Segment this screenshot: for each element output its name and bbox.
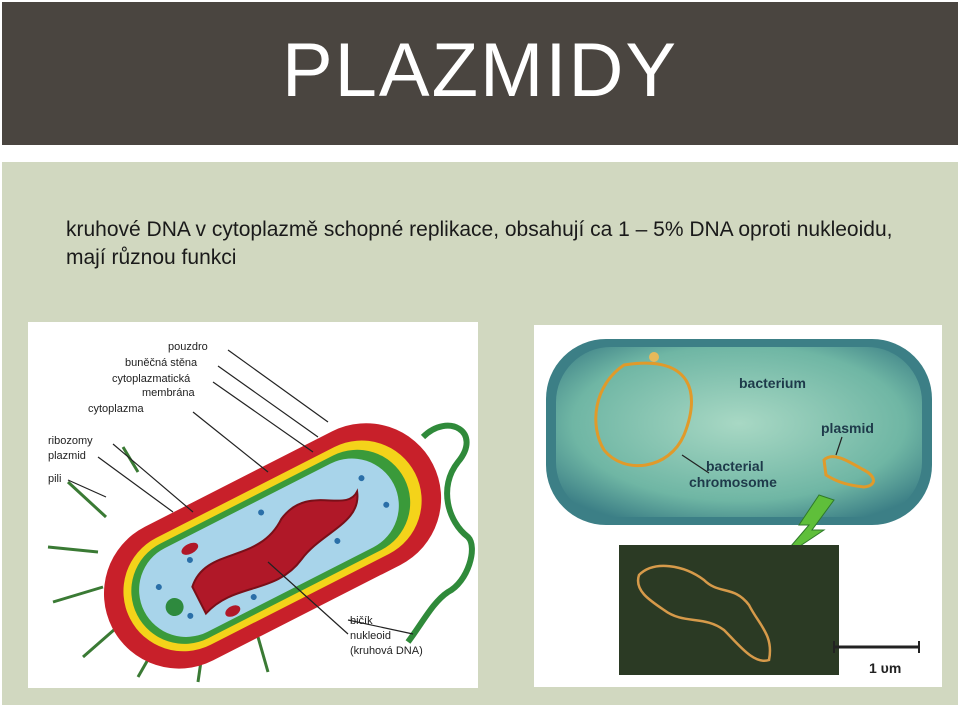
granule: [165, 598, 184, 617]
body-text: kruhové DNA v cytoplazmě schopné replika…: [66, 218, 893, 269]
bacterial-cell-diagram: pouzdro buněčná stěna cytoplazmatická me…: [28, 322, 478, 688]
plasmid-figure-svg: bacterium plasmid bacterial chromosome 1…: [546, 339, 932, 676]
plasmid-pointer: [835, 436, 843, 456]
label-bicik: bičík: [350, 615, 373, 627]
label-bunecna-stena: buněčná stěna: [125, 357, 198, 369]
label-ribozomy: ribozomy: [48, 435, 93, 447]
bacterium-inner: [556, 347, 922, 517]
flagellum: [405, 422, 475, 644]
micrograph: [619, 545, 839, 675]
slide-title: PLAZMIDY: [281, 28, 679, 113]
micrograph-plasmid: [636, 564, 772, 663]
label-pouzdro: pouzdro: [168, 341, 208, 353]
scale-label: 1 υm: [869, 660, 901, 676]
bacterial-cell-svg: pouzdro buněčná stěna cytoplazmatická me…: [47, 341, 475, 683]
chromosome-pointer: [681, 454, 710, 474]
plasmid-small: [181, 542, 199, 555]
label-kruhova-dna: (kruhová DNA): [350, 645, 423, 657]
label-cytoplazmaticka: cytoplazmatická: [112, 373, 191, 385]
label-nukleoid: nukleoid: [350, 630, 391, 642]
bacterial-chromosome: [594, 361, 693, 467]
chromosome-origin: [649, 352, 659, 362]
plasmid-micrograph-figure: bacterium plasmid bacterial chromosome 1…: [534, 325, 942, 687]
label-bacterium: bacterium: [739, 375, 806, 391]
label-bacterial: bacterial: [706, 458, 764, 474]
nucleoid: [191, 488, 359, 616]
leader-lines: [67, 349, 414, 635]
label-cytoplazma: cytoplazma: [88, 403, 145, 415]
ribosomes: [155, 475, 390, 619]
label-membrana: membrána: [142, 387, 195, 399]
plasmid-small-2: [225, 605, 241, 617]
title-bar: PLAZMIDY: [2, 2, 958, 145]
label-pili: pili: [48, 473, 61, 485]
label-chromosome: chromosome: [689, 474, 777, 490]
label-plasmid: plasmid: [821, 420, 874, 436]
label-plazmid: plazmid: [48, 450, 86, 462]
plasmid-loop: [822, 455, 875, 489]
